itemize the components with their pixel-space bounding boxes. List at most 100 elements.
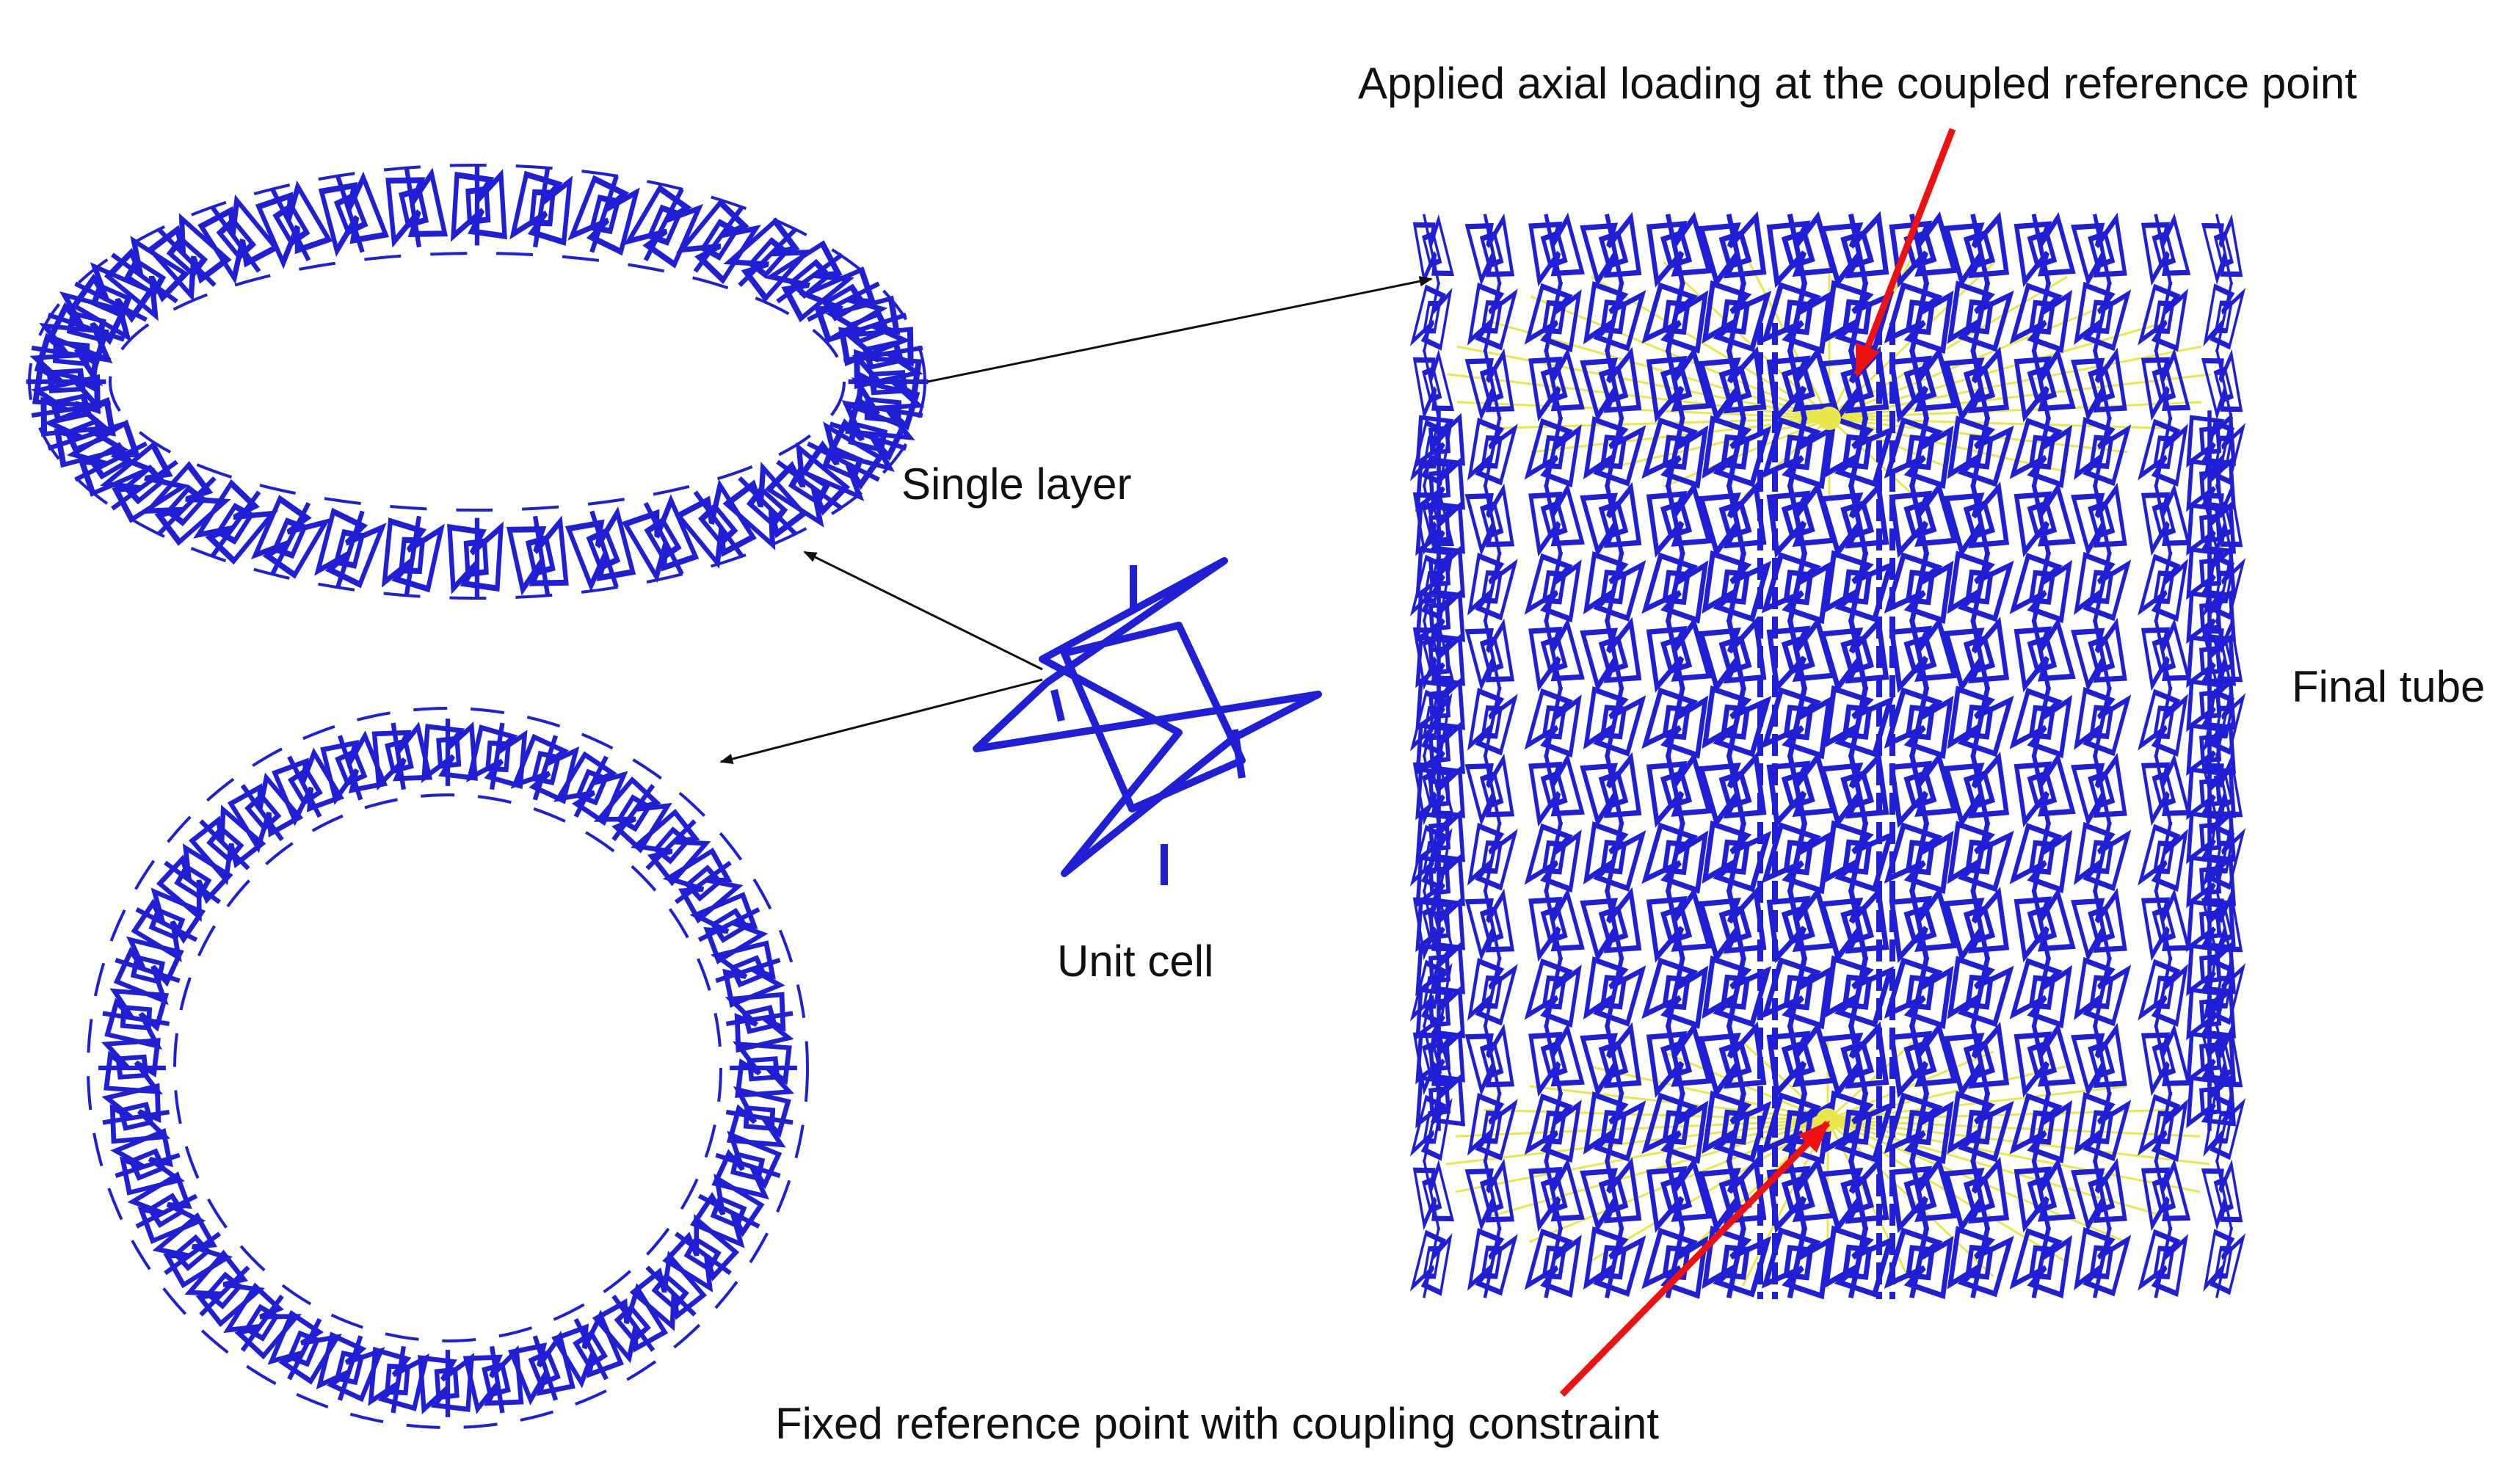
coupling-line: [1456, 401, 1830, 420]
tube-cell: [1465, 481, 1517, 559]
tube-cell: [1887, 681, 1956, 763]
tube-cell: [1465, 818, 1517, 896]
single-layer-cell: [566, 503, 639, 595]
coupling-line: [1828, 417, 1915, 497]
tube-cell: [2011, 952, 2074, 1033]
tube-cell: [2071, 1222, 2129, 1302]
tube-cell: [1887, 951, 1956, 1033]
tube-cell: [1526, 209, 1584, 289]
single-layer-ring: [26, 164, 929, 599]
tube-cell: [2071, 885, 2129, 965]
tube-cell: [1764, 276, 1835, 359]
tube-cell: [1411, 1224, 1454, 1301]
tube-cell: [1945, 749, 2012, 832]
tube-cell: [2011, 682, 2074, 763]
tube-cell: [1644, 682, 1711, 764]
tube-cell: [1465, 211, 1517, 289]
tube-cell: [2011, 277, 2074, 357]
tube-cell: [1644, 614, 1711, 696]
tube-cell: [1644, 547, 1711, 629]
tube-cell: [2201, 1224, 2245, 1301]
tube-cell: [2139, 615, 2190, 694]
tube-cell: [1526, 884, 1584, 964]
connector-arrow-to-ring: [719, 678, 1043, 764]
tube-cell: [1945, 276, 2012, 358]
single-layer-cell: [512, 164, 575, 251]
tube-cell: [1820, 208, 1892, 291]
tube-cell: [1411, 346, 1454, 423]
tube-cell: [1526, 479, 1584, 559]
tube-cell: [1887, 816, 1956, 898]
tube-cell: [1820, 545, 1892, 628]
tube-cell: [2011, 817, 2074, 898]
coupling-line: [1827, 1050, 1994, 1121]
tube-cell: [2139, 750, 2190, 829]
ring-ligament: [173, 793, 722, 1342]
single-layer-cell: [311, 503, 385, 595]
tube-cell: [2139, 413, 2190, 492]
tube-cell: [1465, 548, 1517, 626]
tube-cell: [2071, 750, 2129, 830]
single-layer-cell: [450, 518, 501, 598]
tube-cell: [2071, 547, 2129, 627]
tube-cell: [1887, 613, 1956, 695]
tube-cell: [2139, 885, 2190, 964]
tube-cell: [2139, 1224, 2190, 1302]
tube-cell: [1465, 1088, 1517, 1166]
tube-cell: [1644, 479, 1711, 561]
tube-cell: [1581, 614, 1644, 695]
single-layer-cell: [315, 167, 388, 259]
tube-cell: [2011, 343, 2074, 424]
final-tube-label: Final tube: [2292, 662, 2485, 711]
tube-cell: [2071, 210, 2129, 290]
tube-cell: [1887, 883, 1956, 965]
tube-cell: [1465, 1156, 1517, 1235]
tube-cell: [1887, 1153, 1956, 1235]
tube-cell: [2139, 210, 2190, 288]
single-layer-cell: [508, 512, 571, 599]
tube-cell: [2139, 1088, 2190, 1167]
tube-cell: [2011, 1087, 2074, 1168]
tube-cell: [1526, 1088, 1584, 1168]
tube-cell: [1699, 950, 1769, 1033]
tube-cell: [1644, 952, 1711, 1034]
fixed-reference-arrow: [1559, 1120, 1831, 1397]
fixed-reference-label: Fixed reference point with coupling cons…: [775, 1399, 1659, 1448]
tube-cell: [2139, 818, 2190, 897]
tube-cell: [1945, 884, 2012, 967]
tube-cell: [1465, 616, 1517, 694]
tube-cell: [2139, 683, 2190, 762]
coupling-line: [1455, 1119, 1829, 1138]
tube-cell: [1465, 886, 1517, 964]
top-reference-point: [1818, 407, 1841, 430]
tube-cell: [1581, 546, 1644, 627]
tube-cell: [1820, 1221, 1892, 1304]
tube-cell: [1945, 614, 2012, 697]
tube-cell: [1581, 884, 1644, 965]
coupling-line: [1455, 1119, 1829, 1193]
tube-cell: [1526, 344, 1584, 424]
tube-cell: [1644, 884, 1711, 966]
ring-ligament: [87, 707, 809, 1429]
tube-cell: [1411, 211, 1454, 288]
coupling-line: [1445, 1119, 1829, 1166]
tube-cell: [1526, 818, 1584, 898]
single-layer-cell: [454, 166, 505, 246]
coupling-line: [1829, 345, 2202, 420]
single-layer-cell: [380, 512, 443, 598]
applied-loading-label: Applied axial loading at the coupled ref…: [1358, 59, 2357, 108]
tube-cell: [1465, 953, 1517, 1031]
tube-cell: [1945, 1221, 2012, 1304]
tube-cell: [1465, 277, 1517, 356]
tube-cell: [2201, 211, 2245, 288]
tube-cell: [1945, 681, 2012, 763]
tube-cell: [1945, 816, 2012, 898]
tube-cell: [1581, 816, 1644, 897]
tube-cell: [2201, 1157, 2245, 1234]
tube-cell: [2011, 884, 2074, 964]
unit-cell-label: Unit cell: [1057, 937, 1214, 986]
tube-cell: [1887, 748, 1956, 830]
tube-cell: [1945, 1019, 2012, 1102]
tube-cell: [1820, 950, 1892, 1033]
tube-cell: [1581, 479, 1644, 560]
